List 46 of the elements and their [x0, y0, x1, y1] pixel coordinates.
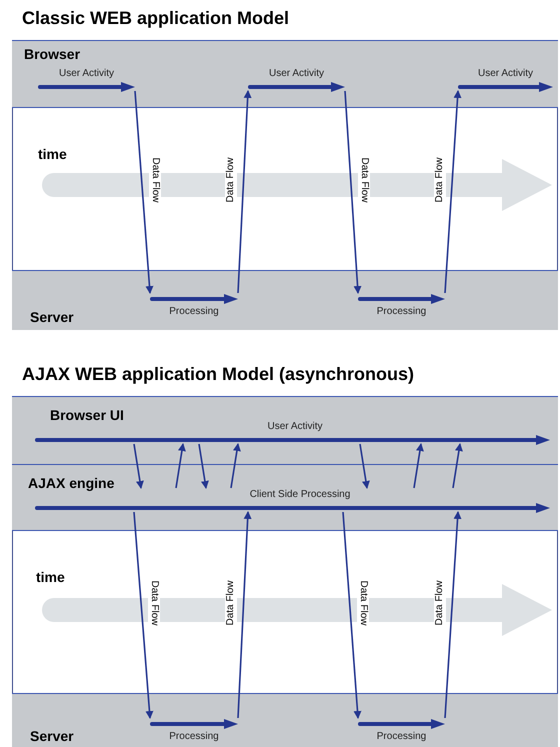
lane-label: Browser UI — [50, 407, 124, 423]
flow-arrow — [133, 444, 144, 489]
bar-label: User Activity — [269, 68, 324, 80]
bar-label: Processing — [169, 731, 219, 743]
edge-label: Data Flow — [356, 580, 368, 626]
bar-label: Processing — [376, 731, 426, 743]
lane-label: AJAX engine — [28, 475, 114, 491]
flow-arrow — [133, 512, 154, 719]
edge-label: Data Flow — [148, 580, 160, 626]
lane-band — [12, 464, 558, 531]
edge-label: Data Flow — [434, 580, 446, 626]
edge-label: Data Flow — [434, 156, 446, 204]
edge-label: Data Flow — [225, 580, 237, 626]
flow-arrow — [342, 512, 362, 719]
flow-arrow — [175, 443, 186, 488]
lane-label: Server — [30, 728, 74, 744]
lane-label: Server — [30, 309, 74, 325]
bar-label: User Activity — [59, 68, 114, 80]
flow-arrow — [134, 90, 154, 294]
lane-band — [12, 40, 558, 108]
axis-label: time — [38, 146, 67, 162]
flow-arrow — [452, 443, 463, 488]
flow-arrow — [444, 511, 462, 718]
edge-label: Data Flow — [358, 156, 370, 204]
flow-arrow — [359, 444, 370, 489]
section-heading: AJAX WEB application Model (asynchronous) — [22, 364, 414, 385]
flow-arrow — [237, 90, 252, 294]
flow-arrow — [344, 90, 362, 294]
bar-label: User Activity — [478, 68, 533, 80]
flow-arrow — [444, 90, 462, 294]
lane-band — [12, 270, 558, 330]
bar-label: Processing — [376, 306, 426, 318]
edge-label: Data Flow — [148, 156, 160, 204]
lane-band — [12, 396, 558, 464]
flow-arrow — [230, 443, 241, 488]
section-heading: Classic WEB application Model — [22, 8, 290, 29]
axis-label: time — [36, 569, 65, 585]
edge-label: Data Flow — [225, 156, 237, 204]
flow-arrow — [413, 443, 424, 488]
lane-band — [12, 693, 558, 747]
bar-label: User Activity — [268, 421, 322, 433]
flow-arrow — [237, 511, 252, 718]
lane-label: Browser — [24, 46, 80, 62]
flow-arrow — [198, 444, 209, 489]
bar-label: Processing — [169, 306, 219, 318]
bar-label: Client Side Processing — [250, 489, 350, 501]
